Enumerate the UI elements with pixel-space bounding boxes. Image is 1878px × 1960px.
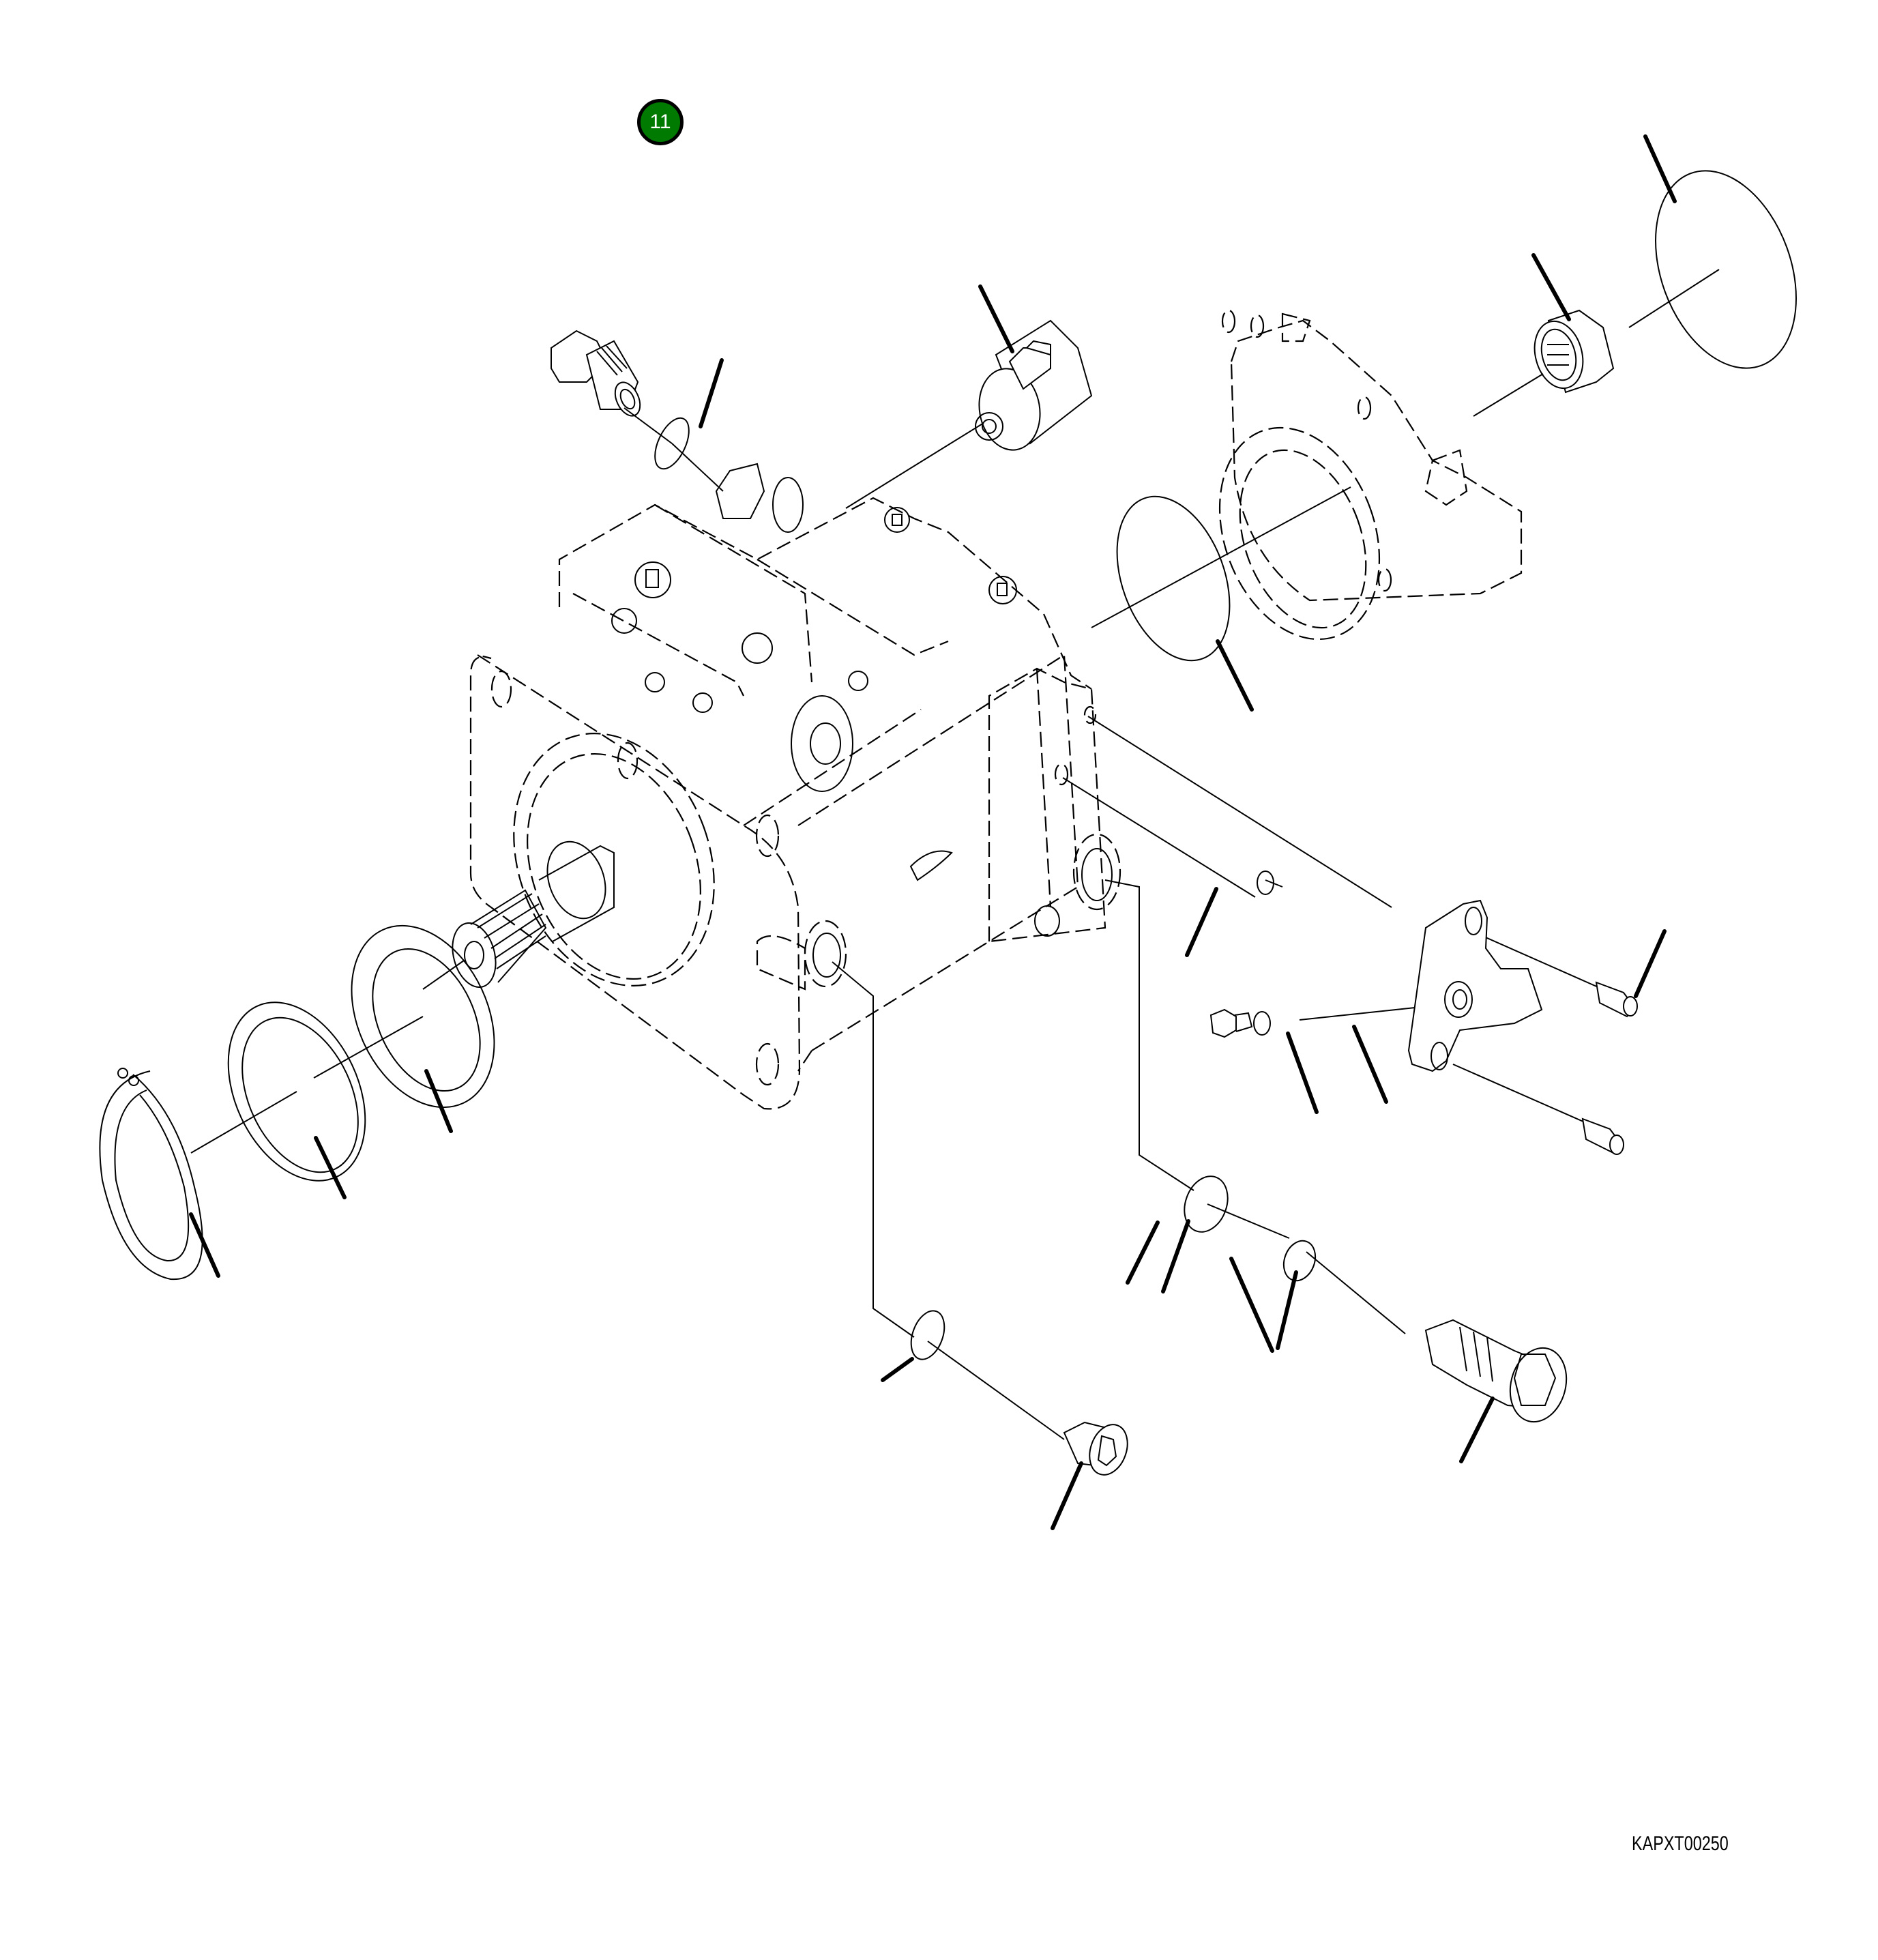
leader-lines <box>189 134 1677 1530</box>
cap-screw-upper <box>1595 981 1638 1018</box>
pump-body <box>452 463 1121 1110</box>
coupling <box>1534 309 1615 394</box>
o-ring-port-c <box>1282 1240 1317 1282</box>
gasket-large <box>1116 495 1231 662</box>
relief-valve-cartridge-top <box>551 330 641 417</box>
o-ring-port-b <box>1184 1175 1229 1233</box>
o-ring-port-a <box>910 1310 945 1360</box>
socket-plug <box>1063 1421 1128 1476</box>
o-ring-top <box>654 417 690 470</box>
cover-plate <box>1407 899 1543 1072</box>
cap-screw-lower <box>1581 1117 1624 1155</box>
spacer-ring-inner <box>241 1016 359 1173</box>
gasket-xl <box>1655 170 1797 369</box>
o-ring-small-a <box>1257 871 1274 895</box>
oil-seal-inner <box>372 948 481 1092</box>
relief-valve-bottom <box>1424 1319 1568 1423</box>
assembly-center-lines <box>190 269 1720 1440</box>
plug-hex <box>1209 1008 1253 1038</box>
solenoid-coil <box>975 319 1093 451</box>
oil-seal <box>351 924 495 1109</box>
rear-flange <box>1218 309 1523 641</box>
snap-ring <box>99 1068 203 1281</box>
callout-badge-11[interactable]: 11 <box>637 99 684 145</box>
drawing-reference-code: KAPXT00250 <box>1632 1832 1729 1855</box>
o-ring-small-b <box>1253 1011 1271 1036</box>
